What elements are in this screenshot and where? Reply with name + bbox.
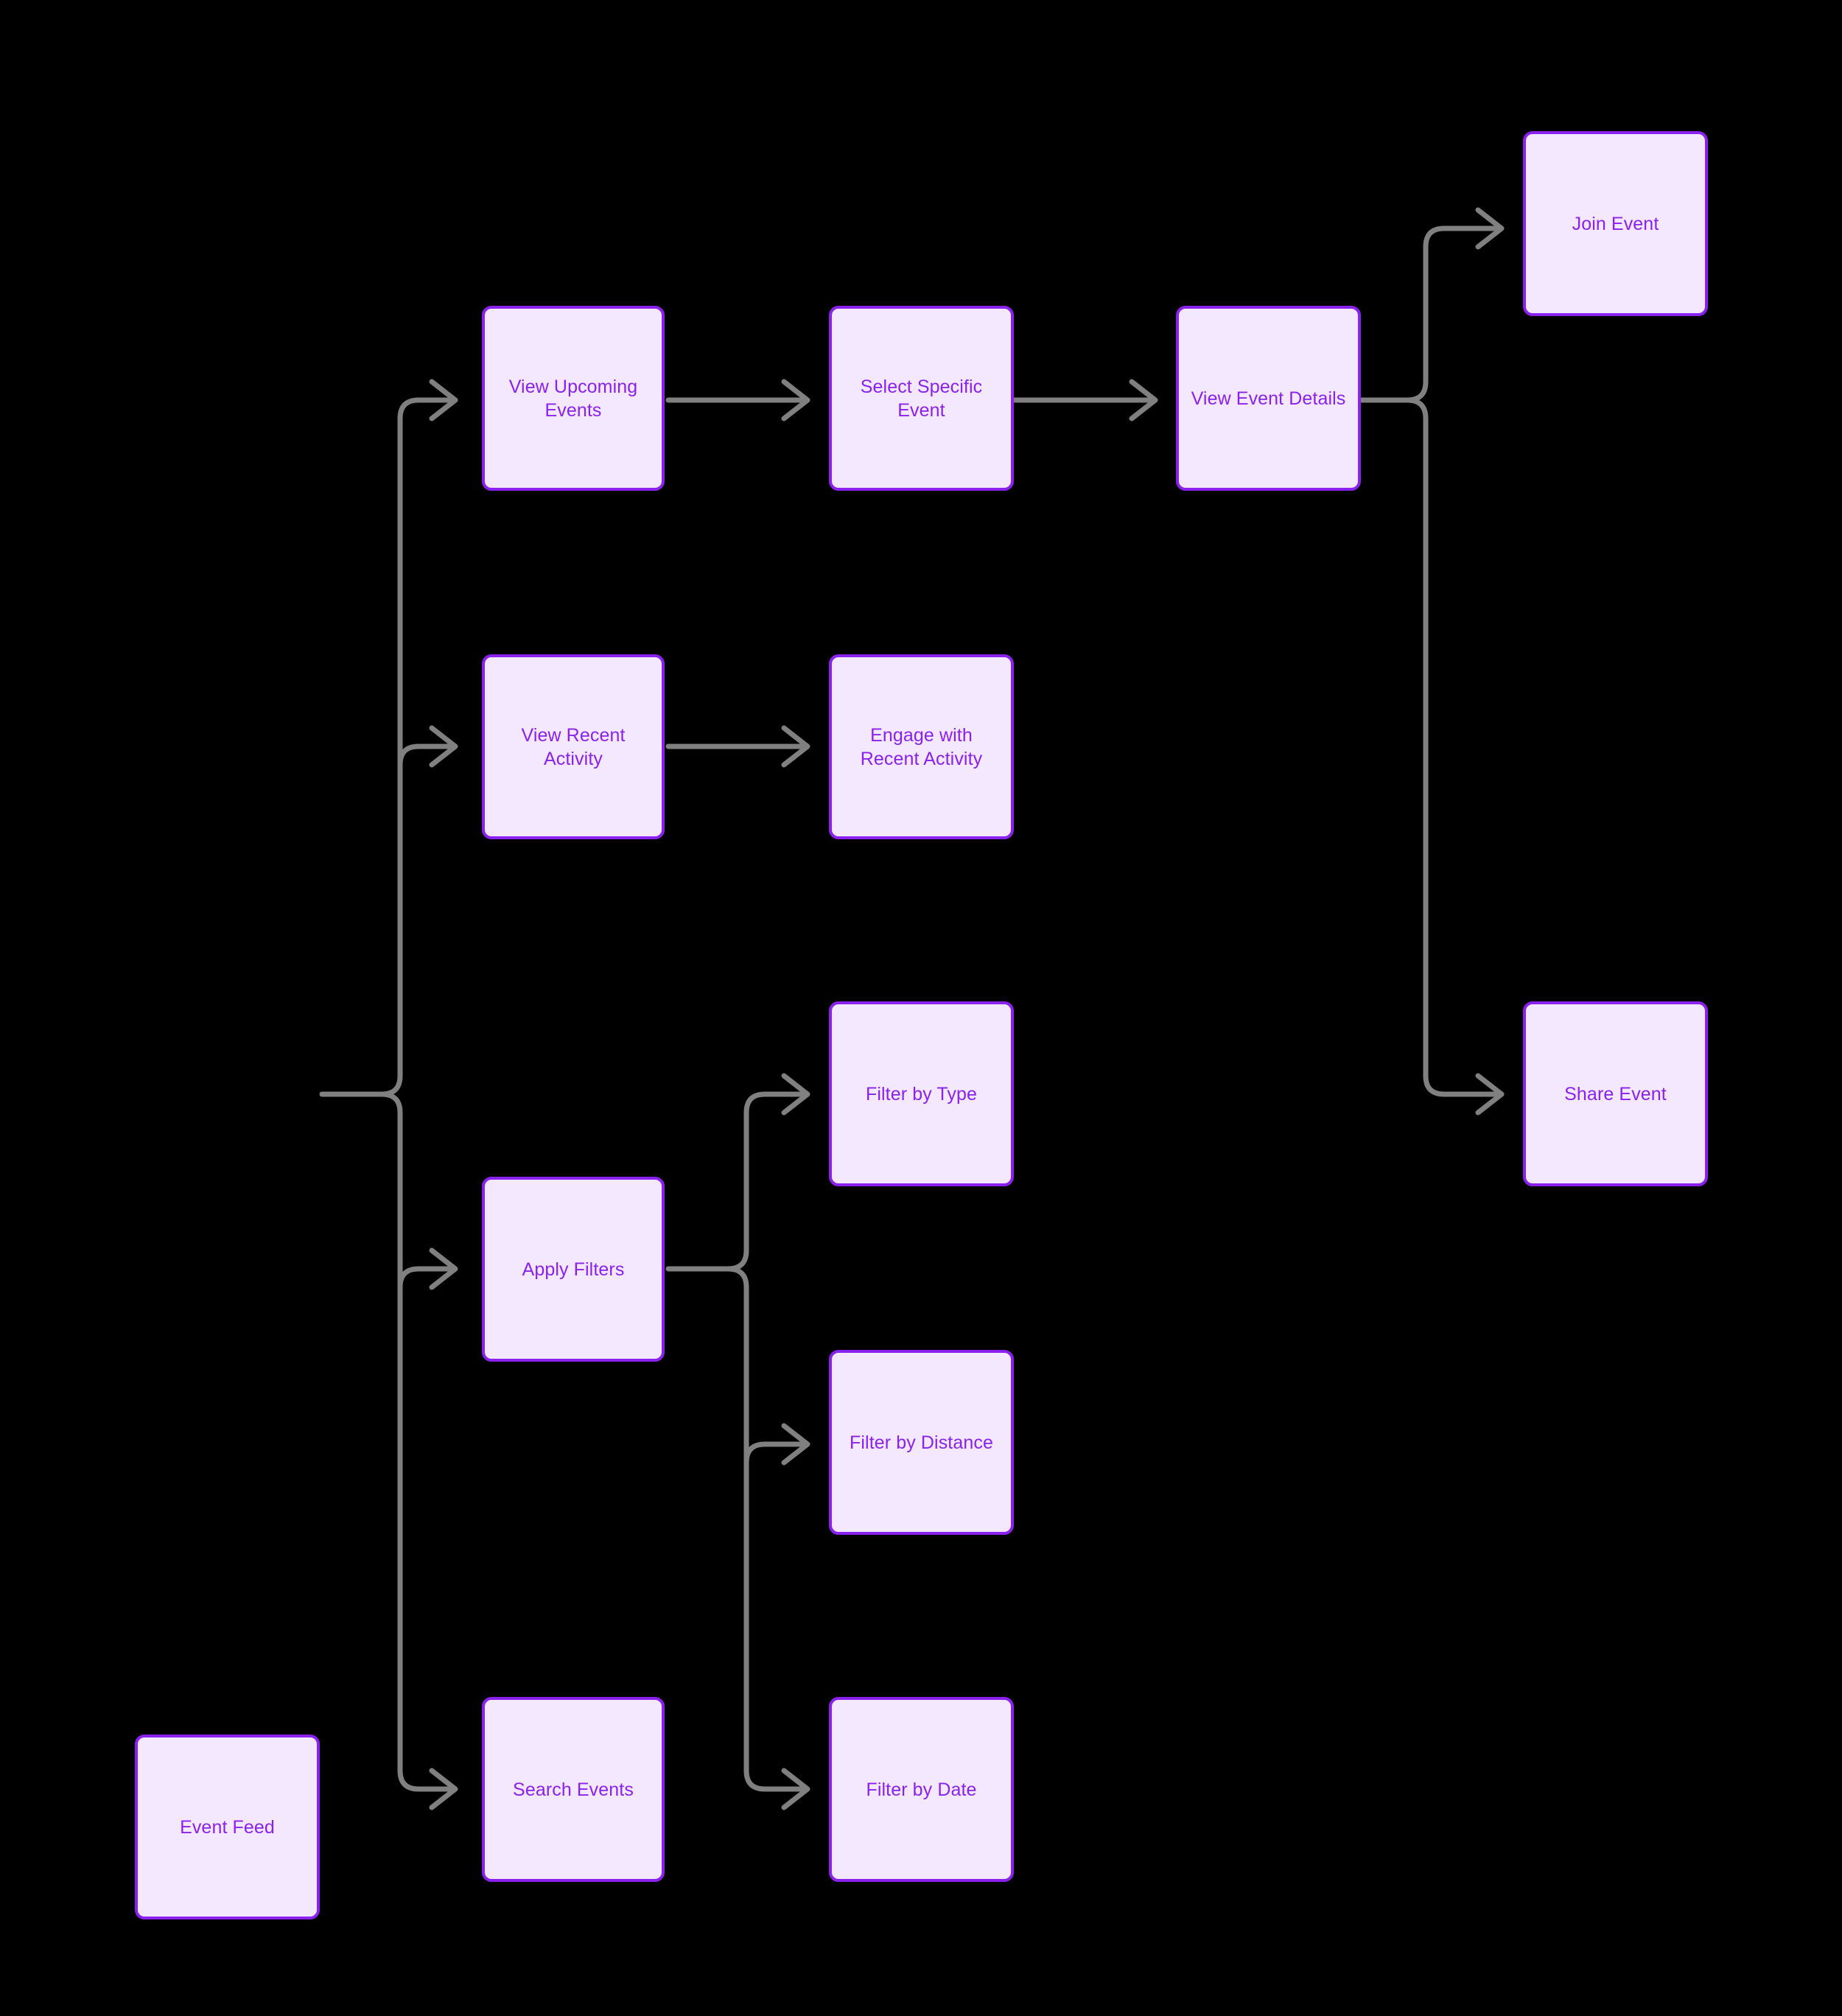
node-view-event-details[interactable]: View Event Details	[1176, 306, 1361, 491]
node-apply-filters[interactable]: Apply Filters	[482, 1177, 665, 1362]
arrowhead-filter-by-distance	[781, 1423, 810, 1466]
node-event-feed-label: Event Feed	[180, 1816, 275, 1838]
node-view-recent-activity[interactable]: View Recent Activity	[482, 654, 665, 839]
node-filter-by-type[interactable]: Filter by Type	[829, 1001, 1014, 1186]
edge-event-feed-to-view-recent-activity	[397, 743, 454, 768]
edge-event-feed-to-view-upcoming-events	[379, 397, 454, 1097]
edge-event-feed-spine-down	[379, 1091, 454, 1792]
arrowhead-engage-recent-activity	[781, 725, 810, 768]
node-share-event[interactable]: Share Event	[1523, 1001, 1708, 1186]
edge-view-details-to-join-event	[1404, 225, 1500, 403]
arrowhead-share-event	[1475, 1073, 1505, 1116]
node-filter-by-distance-label: Filter by Distance	[850, 1432, 993, 1453]
arrowhead-view-upcoming-events	[429, 379, 458, 421]
arrowhead-select-specific-event	[781, 379, 810, 421]
node-event-feed[interactable]: Event Feed	[135, 1735, 320, 1919]
node-filter-by-date[interactable]: Filter by Date	[829, 1697, 1014, 1882]
arrowhead-filter-by-date	[781, 1768, 810, 1810]
node-join-event-label: Join Event	[1572, 213, 1659, 234]
node-filter-by-date-label: Filter by Date	[866, 1779, 977, 1800]
edge-apply-filters-spine-down	[725, 1266, 806, 1792]
node-filter-by-type-label: Filter by Type	[866, 1083, 977, 1105]
node-view-recent-activity-label: View Recent Activity	[521, 724, 626, 769]
node-filter-by-distance[interactable]: Filter by Distance	[829, 1350, 1014, 1535]
node-apply-filters-label: Apply Filters	[522, 1259, 625, 1280]
arrowhead-filter-by-type	[781, 1073, 810, 1116]
edge-apply-filters-to-filter-by-type	[725, 1091, 806, 1272]
node-engage-recent-activity[interactable]: Engage with Recent Activity	[829, 654, 1014, 839]
arrowhead-search-events	[429, 1768, 458, 1810]
edge-event-feed-to-apply-filters	[397, 1266, 454, 1290]
arrowhead-apply-filters	[429, 1247, 458, 1290]
arrowhead-join-event	[1475, 207, 1505, 250]
node-search-events[interactable]: Search Events	[482, 1697, 665, 1882]
node-view-upcoming-events[interactable]: View Upcoming Events	[482, 306, 665, 491]
node-search-events-label: Search Events	[513, 1779, 634, 1800]
node-view-event-details-label: View Event Details	[1191, 388, 1346, 409]
node-view-upcoming-events-label: View Upcoming Events	[508, 376, 638, 421]
node-select-specific-event[interactable]: Select Specific Event	[829, 306, 1014, 491]
node-join-event[interactable]: Join Event	[1523, 131, 1708, 316]
edge-view-details-to-share-event	[1404, 397, 1500, 1097]
arrowhead-view-recent-activity	[429, 725, 458, 768]
node-select-specific-event-label: Select Specific Event	[860, 376, 983, 421]
node-share-event-label: Share Event	[1564, 1083, 1667, 1105]
edge-apply-filters-to-filter-by-distance	[743, 1441, 806, 1466]
arrowhead-view-event-details	[1129, 379, 1158, 421]
node-engage-recent-activity-label: Engage with Recent Activity	[860, 724, 983, 769]
